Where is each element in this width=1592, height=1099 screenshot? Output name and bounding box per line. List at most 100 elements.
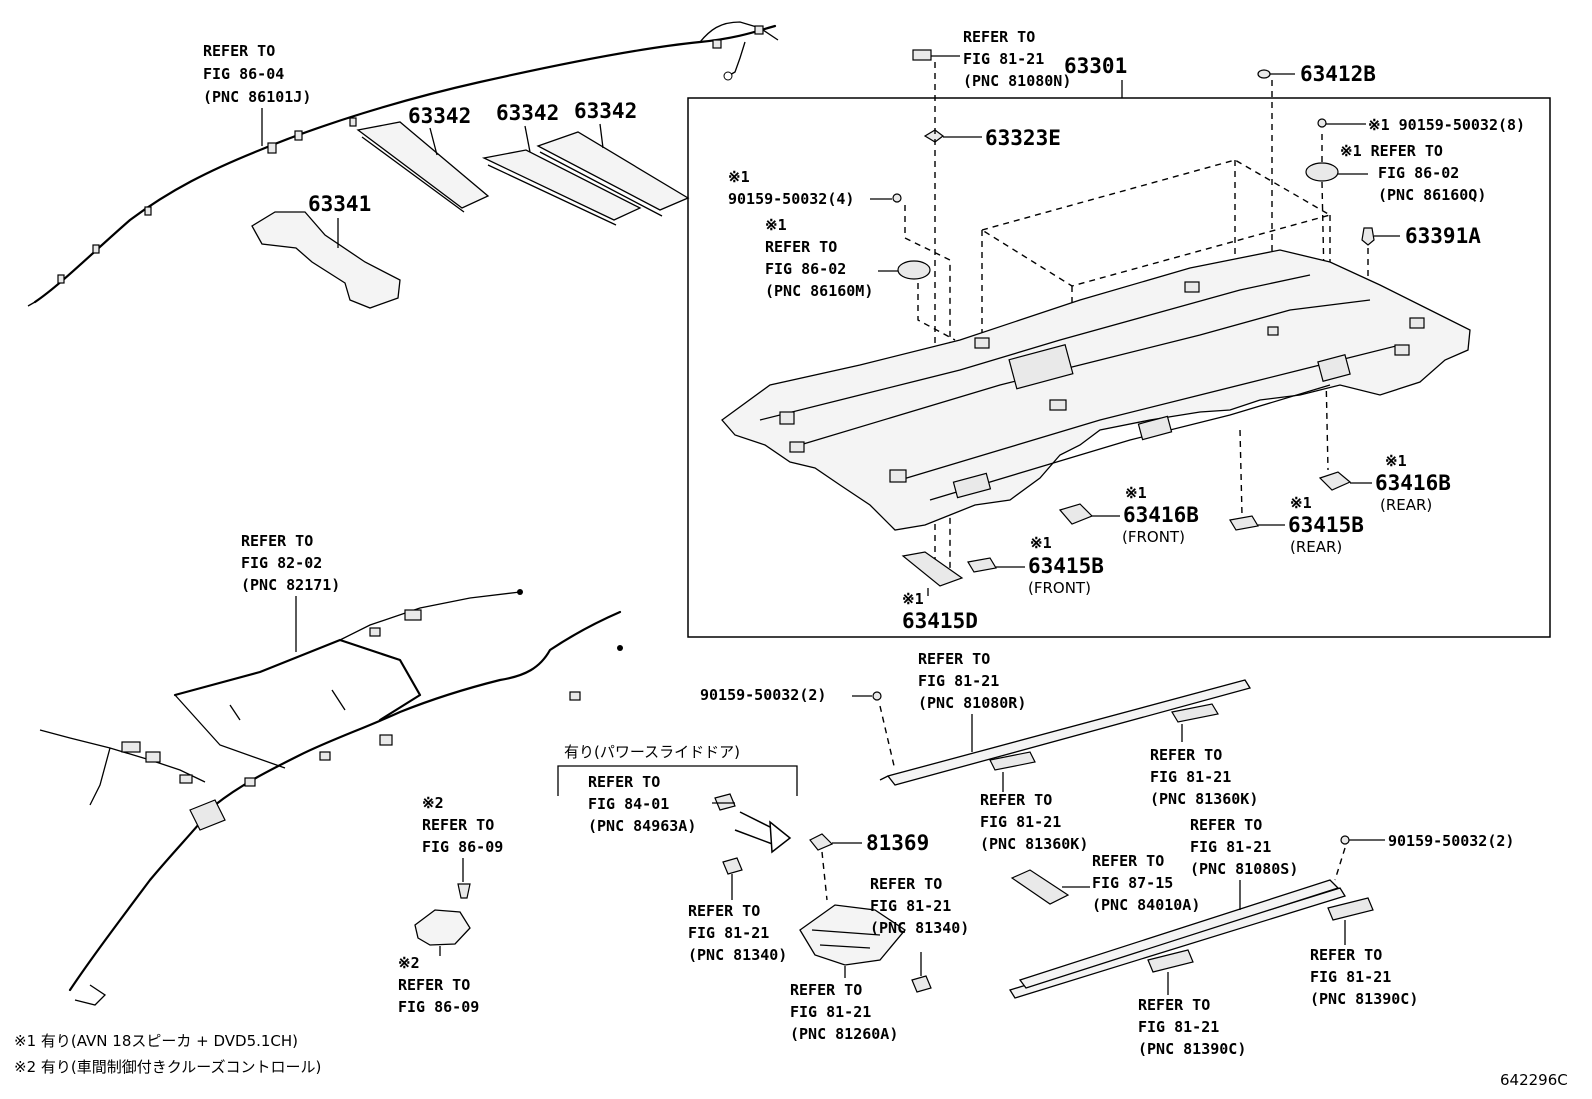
position-label: (REAR) — [1290, 538, 1342, 556]
wire-top-refer-label: REFER TO FIG 86-04 (PNC 86101J) — [203, 42, 311, 146]
refer-to-text: REFER TO — [398, 976, 470, 994]
fig-number: FIG 86-02 — [765, 260, 846, 278]
pad-63342-c: 63342 — [536, 99, 690, 217]
pnc-number: (PNC 81340) — [688, 946, 787, 964]
pad-63342-b: 63342 — [481, 101, 642, 226]
part-number-81369: 81369 — [866, 831, 929, 855]
bolt-mid-label: 90159-50032(2) — [700, 686, 896, 771]
top-refer-81080n: REFER TO FIG 81-21 (PNC 81080N) — [912, 28, 1071, 90]
illustration-code: 642296C — [1500, 1071, 1568, 1089]
part-number-63341: 63341 — [308, 192, 371, 216]
bolt-part-number: 90159-50032(2) — [1388, 832, 1514, 850]
part-number-63415b: 63415B — [1288, 513, 1364, 537]
footnote-2: ※2 有り(車間制御付きクルーズコントロール) — [14, 1058, 321, 1076]
pnc-number: (PNC 81080S) — [1190, 860, 1298, 878]
pnc-number: (PNC 81360K) — [980, 835, 1088, 853]
roof-rail-81080r: REFER TO FIG 81-21 (PNC 81080R) — [879, 650, 1252, 786]
refer-to-text: REFER TO — [241, 532, 313, 550]
pnc-number: (PNC 86160M) — [765, 282, 873, 300]
clip-81340-right: REFER TO FIG 81-21 (PNC 81340) — [870, 875, 969, 993]
position-label: (FRONT) — [1122, 528, 1185, 546]
fig-number: FIG 81-21 — [870, 897, 951, 915]
refer-to-text: REFER TO — [1190, 816, 1262, 834]
refer-to-text: REFER TO — [1092, 852, 1164, 870]
wire-mid-refer-label: REFER TO FIG 82-02 (PNC 82171) — [241, 532, 340, 652]
note-mark: ※1 — [728, 168, 750, 186]
pad-63341: 63341 — [251, 192, 401, 309]
label-bolt-left: ※1 90159-50032(4) — [728, 168, 902, 208]
note-mark: ※1 — [1385, 452, 1407, 470]
note-mark: ※1 — [1030, 534, 1052, 552]
fig-number: FIG 81-21 — [963, 50, 1044, 68]
headliner-assembly-frame — [687, 97, 1551, 638]
part-number-63301: 63301 — [1064, 54, 1127, 78]
part-number-63416b: 63416B — [1123, 503, 1199, 527]
note-mark: ※1 — [1125, 484, 1147, 502]
note-mark: ※2 — [422, 794, 444, 812]
pnc-number: (PNC 81360K) — [1150, 790, 1258, 808]
fig-number: FIG 81-21 — [918, 672, 999, 690]
pnc-number: (PNC 82171) — [241, 576, 340, 594]
part-number-63412b: 63412B — [1300, 62, 1376, 86]
refer-to-text: REFER TO — [790, 981, 862, 999]
part-number-63342: 63342 — [574, 99, 637, 123]
pnc-number: (PNC 86160Q) — [1378, 186, 1486, 204]
fig-number: FIG 81-21 — [980, 813, 1061, 831]
part-63416b-front: ※1 63416B (FRONT) — [1058, 484, 1199, 546]
fig-number: FIG 86-02 — [1378, 164, 1459, 182]
fig-number: FIG 86-09 — [422, 838, 503, 856]
fig-number: FIG 81-21 — [1190, 838, 1271, 856]
label-63323e: 63323E — [923, 126, 1061, 150]
option-label: 有り(パワースライドドア) — [564, 743, 740, 761]
bolt-part-number: 90159-50032(2) — [700, 686, 826, 704]
note-mark: ※2 — [398, 954, 420, 972]
bolt-br-label: 90159-50032(2) — [1334, 832, 1514, 881]
note-mark: ※1 — [902, 590, 924, 608]
label-63412b: 63412B — [1257, 62, 1376, 86]
refer-to-text: REFER TO — [980, 791, 1052, 809]
label-63391a: 63391A — [1361, 224, 1481, 248]
refer-to-text: REFER TO — [1150, 746, 1222, 764]
refer-to-text: REFER TO — [688, 902, 760, 920]
part-number-63342: 63342 — [408, 104, 471, 128]
fig-number: FIG 84-01 — [588, 795, 669, 813]
refer-to-text: REFER TO — [1138, 996, 1210, 1014]
fig-number: FIG 81-21 — [790, 1003, 871, 1021]
fig-number: FIG 81-21 — [688, 924, 769, 942]
pnc-number: (PNC 86101J) — [203, 88, 311, 106]
refer-to-text: REFER TO — [765, 238, 837, 256]
refer-to-text: REFER TO — [870, 875, 942, 893]
fig-number: FIG 86-09 — [398, 998, 479, 1016]
lamp-81390c-b: REFER TO FIG 81-21 (PNC 81390C) — [1310, 897, 1418, 1008]
roof-rail-81080s: REFER TO FIG 81-21 (PNC 81080S) — [1009, 816, 1346, 999]
pnc-number: (PNC 81340) — [870, 919, 969, 937]
part-63415b-front: ※1 63415B (FRONT) — [967, 534, 1104, 597]
fig-number: FIG 86-04 — [203, 65, 284, 83]
clip-81340-left: REFER TO FIG 81-21 (PNC 81340) — [688, 857, 787, 964]
lamp-81360k-b: REFER TO FIG 81-21 (PNC 81360K) — [1150, 703, 1258, 808]
roof-wire-harness-top — [27, 21, 779, 307]
pnc-number: (PNC 81390C) — [1310, 990, 1418, 1008]
lamp-81390c-a: REFER TO FIG 81-21 (PNC 81390C) — [1138, 949, 1246, 1058]
footnote-1: ※1 有り(AVN 18スピーカ + DVD5.1CH) — [14, 1032, 298, 1050]
part-number-63415b: 63415B — [1028, 554, 1104, 578]
fig-number: FIG 81-21 — [1310, 968, 1391, 986]
part-63416b-rear: ※1 63416B (REAR) — [1318, 452, 1451, 514]
part-number-63416b: 63416B — [1375, 471, 1451, 495]
footnotes: ※1 有り(AVN 18スピーカ + DVD5.1CH) ※2 有り(車間制御付… — [14, 1032, 321, 1076]
label-63301: 63301 — [1064, 54, 1127, 98]
part-81369: 81369 — [809, 831, 929, 901]
refer-to-text: REFER TO — [422, 816, 494, 834]
fig-number: FIG 81-21 — [1138, 1018, 1219, 1036]
roof-wire-harness-bottom — [39, 589, 623, 1006]
refer-to-text: ※1 REFER TO — [1340, 142, 1443, 160]
part-63415b-rear: ※1 63415B (REAR) — [1229, 494, 1364, 556]
lamp-81360k-a: REFER TO FIG 81-21 (PNC 81360K) — [980, 751, 1088, 853]
pnc-number: (PNC 81260A) — [790, 1025, 898, 1043]
position-label: (FRONT) — [1028, 579, 1091, 597]
pnc-number: (PNC 81080R) — [918, 694, 1026, 712]
part-number-63323e: 63323E — [985, 126, 1061, 150]
sensor-86-09: ※2 REFER TO FIG 86-09 ※2 REFER TO FIG 86… — [398, 794, 503, 1016]
part-number-63391a: 63391A — [1405, 224, 1481, 248]
